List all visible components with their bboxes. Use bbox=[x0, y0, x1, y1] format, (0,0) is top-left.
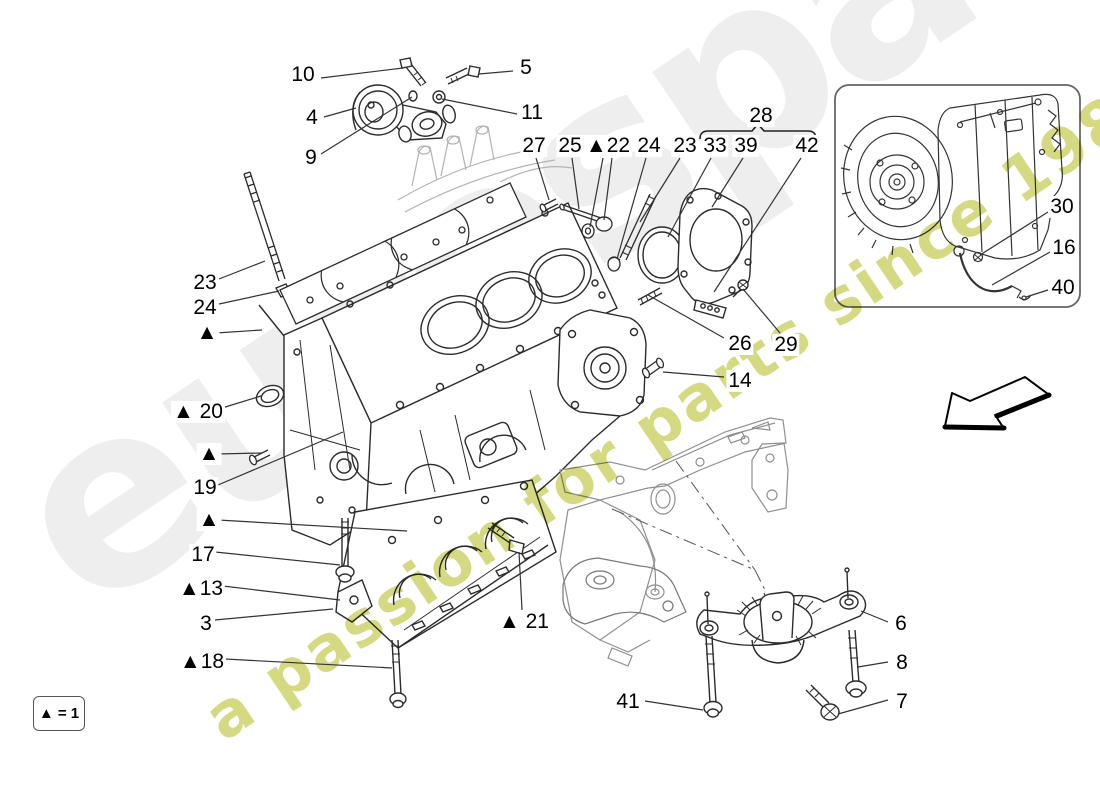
leader-line-11 bbox=[441, 98, 518, 115]
direction-arrow bbox=[942, 376, 1052, 431]
leader-line-tri-block bbox=[215, 329, 263, 334]
leader-line-9 bbox=[320, 96, 413, 155]
leader-line-40 bbox=[1025, 289, 1049, 298]
leader-line-16 bbox=[991, 251, 1051, 286]
leader-line-41 bbox=[644, 700, 704, 711]
leader-line-23-top bbox=[639, 157, 681, 223]
leader-line-20 bbox=[221, 395, 262, 409]
leader-line-27-top bbox=[535, 157, 550, 201]
leader-line-21 bbox=[518, 551, 523, 611]
leader-line-30 bbox=[979, 211, 1049, 256]
leader-line-22 bbox=[589, 157, 604, 228]
leader-line-26 bbox=[647, 294, 725, 339]
leader-line-39 bbox=[711, 157, 744, 208]
leader-line-25 bbox=[571, 157, 580, 210]
leader-line-13 bbox=[222, 585, 341, 601]
top-mount-assembly-drawing bbox=[352, 57, 481, 143]
legend-text: ▲ = 1 bbox=[38, 705, 80, 722]
gearbox-drawing bbox=[840, 93, 1063, 301]
bracket-28 bbox=[699, 122, 817, 140]
leader-line-tri-bush bbox=[217, 519, 408, 532]
leader-line-22 bbox=[603, 157, 613, 221]
leader-line-18 bbox=[224, 658, 393, 669]
leader-line-8 bbox=[857, 661, 889, 668]
leader-line-10 bbox=[320, 67, 404, 79]
leader-line-42 bbox=[713, 157, 802, 293]
leader-line-4 bbox=[323, 107, 357, 118]
subframe-ghost-drawing bbox=[559, 417, 789, 667]
leader-line-7 bbox=[837, 699, 889, 715]
leader-line-14 bbox=[662, 371, 725, 378]
leader-line-19 bbox=[217, 431, 344, 486]
leader-line-23-left bbox=[218, 260, 266, 280]
leader-line-24-left bbox=[218, 290, 280, 305]
leader-line-17 bbox=[214, 551, 341, 566]
crankcase-block-drawing bbox=[255, 202, 647, 557]
bedplate-drawing bbox=[335, 479, 557, 709]
lower-mount-assembly-drawing bbox=[696, 567, 867, 721]
leader-line-5 bbox=[478, 70, 514, 75]
leader-line-29 bbox=[742, 288, 781, 334]
leader-line-tri-stud bbox=[217, 452, 263, 455]
leader-line-3 bbox=[214, 608, 334, 621]
rear-plate-assembly-drawing bbox=[637, 187, 753, 319]
leader-line-33 bbox=[667, 157, 712, 238]
gearbox-inset bbox=[834, 84, 1081, 308]
legend-box: ▲ = 1 bbox=[33, 696, 85, 731]
leader-line-6 bbox=[860, 610, 889, 623]
leader-line-24-top bbox=[616, 157, 647, 260]
alignment-dashdot-lines bbox=[611, 460, 767, 593]
